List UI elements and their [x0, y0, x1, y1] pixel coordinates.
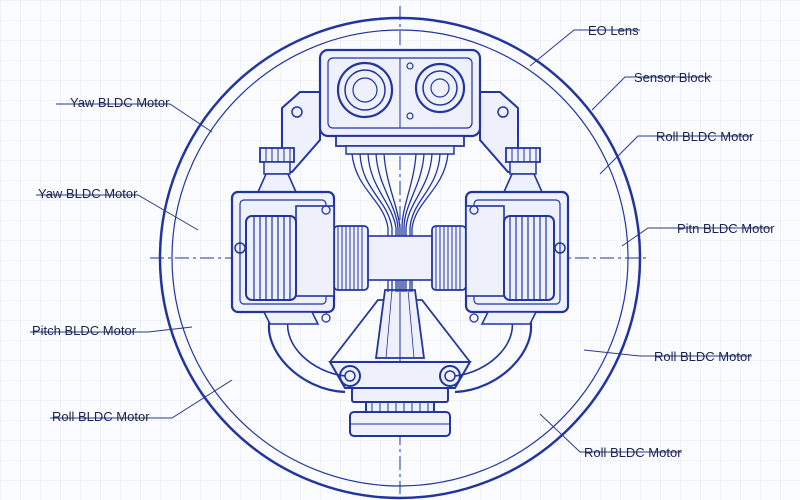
- gear-right: [431, 225, 467, 291]
- label-sensor-block: Sensor Block: [634, 70, 711, 85]
- support-arms: [267, 299, 533, 394]
- label-roll-motor-mid-right: Roll BLDC Motor: [654, 349, 752, 364]
- right-motor-assembly: [464, 147, 570, 325]
- cable-bundle: [351, 153, 449, 292]
- leader-lines: [30, 29, 771, 453]
- label-yaw-motor-left: Yaw BLDC Motor: [38, 186, 138, 201]
- yaw-base: [328, 361, 472, 437]
- label-roll-motor-lower-right: Roll BLDC Motor: [584, 445, 682, 460]
- cable-funnel: [374, 289, 426, 359]
- eo-lens-right: [414, 62, 466, 114]
- eo-lens-left: [336, 61, 394, 119]
- label-roll-motor-upper-right: Roll BLDC Motor: [656, 129, 754, 144]
- left-motor-assembly: [230, 147, 336, 325]
- outer-housing: [158, 16, 642, 500]
- label-pitch-motor-left: Pitch BLDC Motor: [32, 323, 137, 338]
- gear-left: [333, 225, 369, 291]
- label-yaw-motor-upper-left: Yaw BLDC Motor: [70, 95, 170, 110]
- label-pitn-motor-right: Pitn BLDC Motor: [677, 221, 775, 236]
- label-eo-lens: EO Lens: [588, 23, 639, 38]
- labels: EO Lens Sensor Block Roll BLDC Motor Pit…: [32, 23, 775, 460]
- label-roll-motor-lower-left: Roll BLDC Motor: [52, 409, 150, 424]
